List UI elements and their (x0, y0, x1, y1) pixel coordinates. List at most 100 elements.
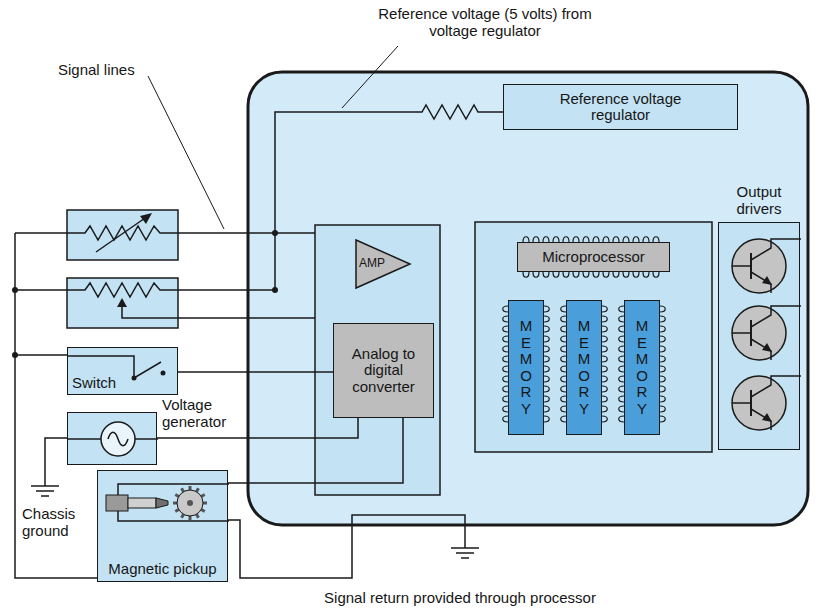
chip-pin (544, 406, 549, 412)
magnetic-pickup-box: Magnetic pickup (97, 470, 228, 582)
chip-pin (533, 272, 539, 277)
potentiometer-box (67, 278, 178, 328)
node-text: Switch (68, 375, 116, 395)
chip-pin (602, 306, 607, 312)
node-text: Reference voltage regulator (538, 91, 703, 124)
ground-symbol (36, 490, 54, 492)
microprocessor-box: Microprocessor (517, 242, 670, 272)
node-text: Magnetic pickup (108, 561, 216, 582)
chip-pin (543, 272, 549, 277)
wiper-arrow (117, 298, 127, 307)
chip-pin (544, 326, 549, 332)
leader-line (148, 76, 224, 229)
callout-label: Reference voltage (5 volts) from voltage… (370, 6, 600, 39)
junction-dot (12, 352, 18, 358)
voltage-generator-box: Voltage generator (67, 412, 157, 465)
chip-pin (603, 272, 609, 277)
node-text: Voltage generator (162, 397, 240, 430)
chip-pin (583, 272, 589, 277)
node-text: Microprocessor (542, 249, 645, 266)
regulator-box: Reference voltage regulator (503, 84, 738, 130)
output-driver-box: Output drivers (718, 222, 800, 450)
node-text: AMP (354, 257, 385, 270)
node-text: MEMORY (635, 318, 650, 417)
ground-symbol (451, 547, 479, 549)
chip-pin (544, 306, 549, 312)
chip-pin (653, 272, 659, 277)
node-text: Analog to digital converter (334, 346, 433, 396)
chip-pin (544, 356, 549, 362)
node-illustration (719, 223, 799, 449)
chip-pin (660, 386, 665, 392)
node-text: Output drivers (721, 184, 797, 217)
chip-pin (544, 346, 549, 352)
chip-pin (660, 366, 665, 372)
node-illustration (68, 413, 156, 464)
switch-wire (15, 354, 67, 356)
chip-pin (660, 316, 665, 322)
chip-pin (660, 306, 665, 312)
return-wire (228, 515, 465, 578)
chip-pin (544, 336, 549, 342)
transistor-symbol (732, 306, 801, 360)
junction-dot (272, 287, 278, 293)
chip-pin (602, 376, 607, 382)
junction-dot (272, 230, 278, 236)
reference-wire (275, 105, 503, 290)
chip-pin (643, 272, 649, 277)
signal-wire (228, 418, 403, 483)
chip-pin (660, 326, 665, 332)
node-text: MEMORY (577, 318, 592, 417)
chip-pin (553, 272, 559, 277)
ground-label: Chassis ground (22, 506, 92, 539)
node-text: MEMORY (519, 318, 534, 417)
chip-pin (602, 336, 607, 342)
processor-module (475, 222, 712, 452)
resistor-symbol (15, 283, 275, 297)
signal-wire (178, 371, 333, 373)
chip-pin (602, 366, 607, 372)
junction-dot (12, 287, 18, 293)
chip-pin (602, 346, 607, 352)
magnetic-pickup-symbol (106, 484, 229, 521)
chip-pin (563, 272, 569, 277)
chip-pin (544, 316, 549, 322)
chip-pin (660, 406, 665, 412)
ecu-housing (248, 72, 808, 525)
ground-symbol (456, 552, 474, 554)
chip-pin (602, 386, 607, 392)
transistor-symbol (732, 239, 801, 293)
chip-pin (544, 366, 549, 372)
chip-pin (660, 356, 665, 362)
chip-pin (602, 416, 607, 422)
chip-pin (613, 272, 619, 277)
chip-pin (660, 396, 665, 402)
ground-wire (45, 438, 67, 486)
chip-pin (602, 406, 607, 412)
memory-chip: MEMORY (624, 300, 660, 435)
chip-pin (623, 272, 629, 277)
chip-pin (523, 272, 529, 277)
chip-pin (602, 316, 607, 322)
leader-line (342, 46, 398, 108)
variable-resistor-box (67, 210, 178, 260)
callout-label: Signal lines (58, 62, 148, 79)
chip-pin (660, 416, 665, 422)
chip-pin (602, 356, 607, 362)
generator-symbol (68, 422, 158, 456)
arrow-head (140, 213, 152, 224)
chip-pin (573, 272, 579, 277)
chip-pin (544, 396, 549, 402)
chip-pin (544, 416, 549, 422)
chip-pin (544, 386, 549, 392)
ground-symbol (461, 557, 469, 559)
switch-box: Switch (67, 347, 178, 395)
resistor-symbol (15, 226, 315, 240)
chip-pin (660, 336, 665, 342)
input-module (315, 225, 440, 495)
chip-pin (544, 376, 549, 382)
variable-arrow (96, 216, 148, 252)
chip-pin (602, 396, 607, 402)
ground-symbol (41, 495, 49, 497)
chip-pin (593, 272, 599, 277)
